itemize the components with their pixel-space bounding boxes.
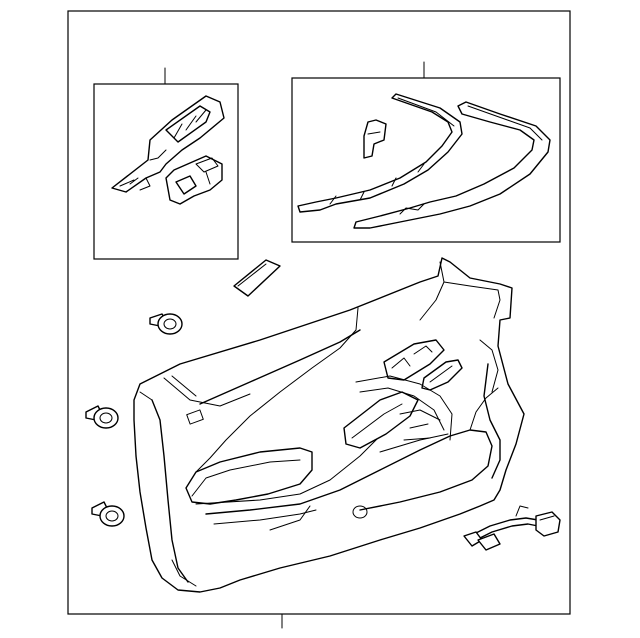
strips-box-frame bbox=[291, 77, 561, 243]
trim-strips-box bbox=[291, 77, 561, 243]
outer-frame bbox=[67, 10, 571, 615]
trim-strip-inner-icon bbox=[297, 93, 463, 213]
switch-assembly-box bbox=[93, 83, 239, 260]
clip-icon-middle bbox=[85, 405, 119, 429]
window-switch-icon bbox=[111, 95, 225, 193]
clip-icon-bottom bbox=[91, 501, 125, 527]
small-clip-icon bbox=[363, 119, 387, 159]
switch-box-frame bbox=[93, 83, 239, 260]
switch-bezel-icon bbox=[165, 155, 223, 205]
harness-icon bbox=[463, 505, 561, 551]
door-panel-icon bbox=[133, 257, 525, 593]
clip-icon-top bbox=[149, 313, 183, 335]
pad-icon bbox=[233, 259, 281, 297]
trim-strip-outer-icon bbox=[353, 101, 551, 229]
